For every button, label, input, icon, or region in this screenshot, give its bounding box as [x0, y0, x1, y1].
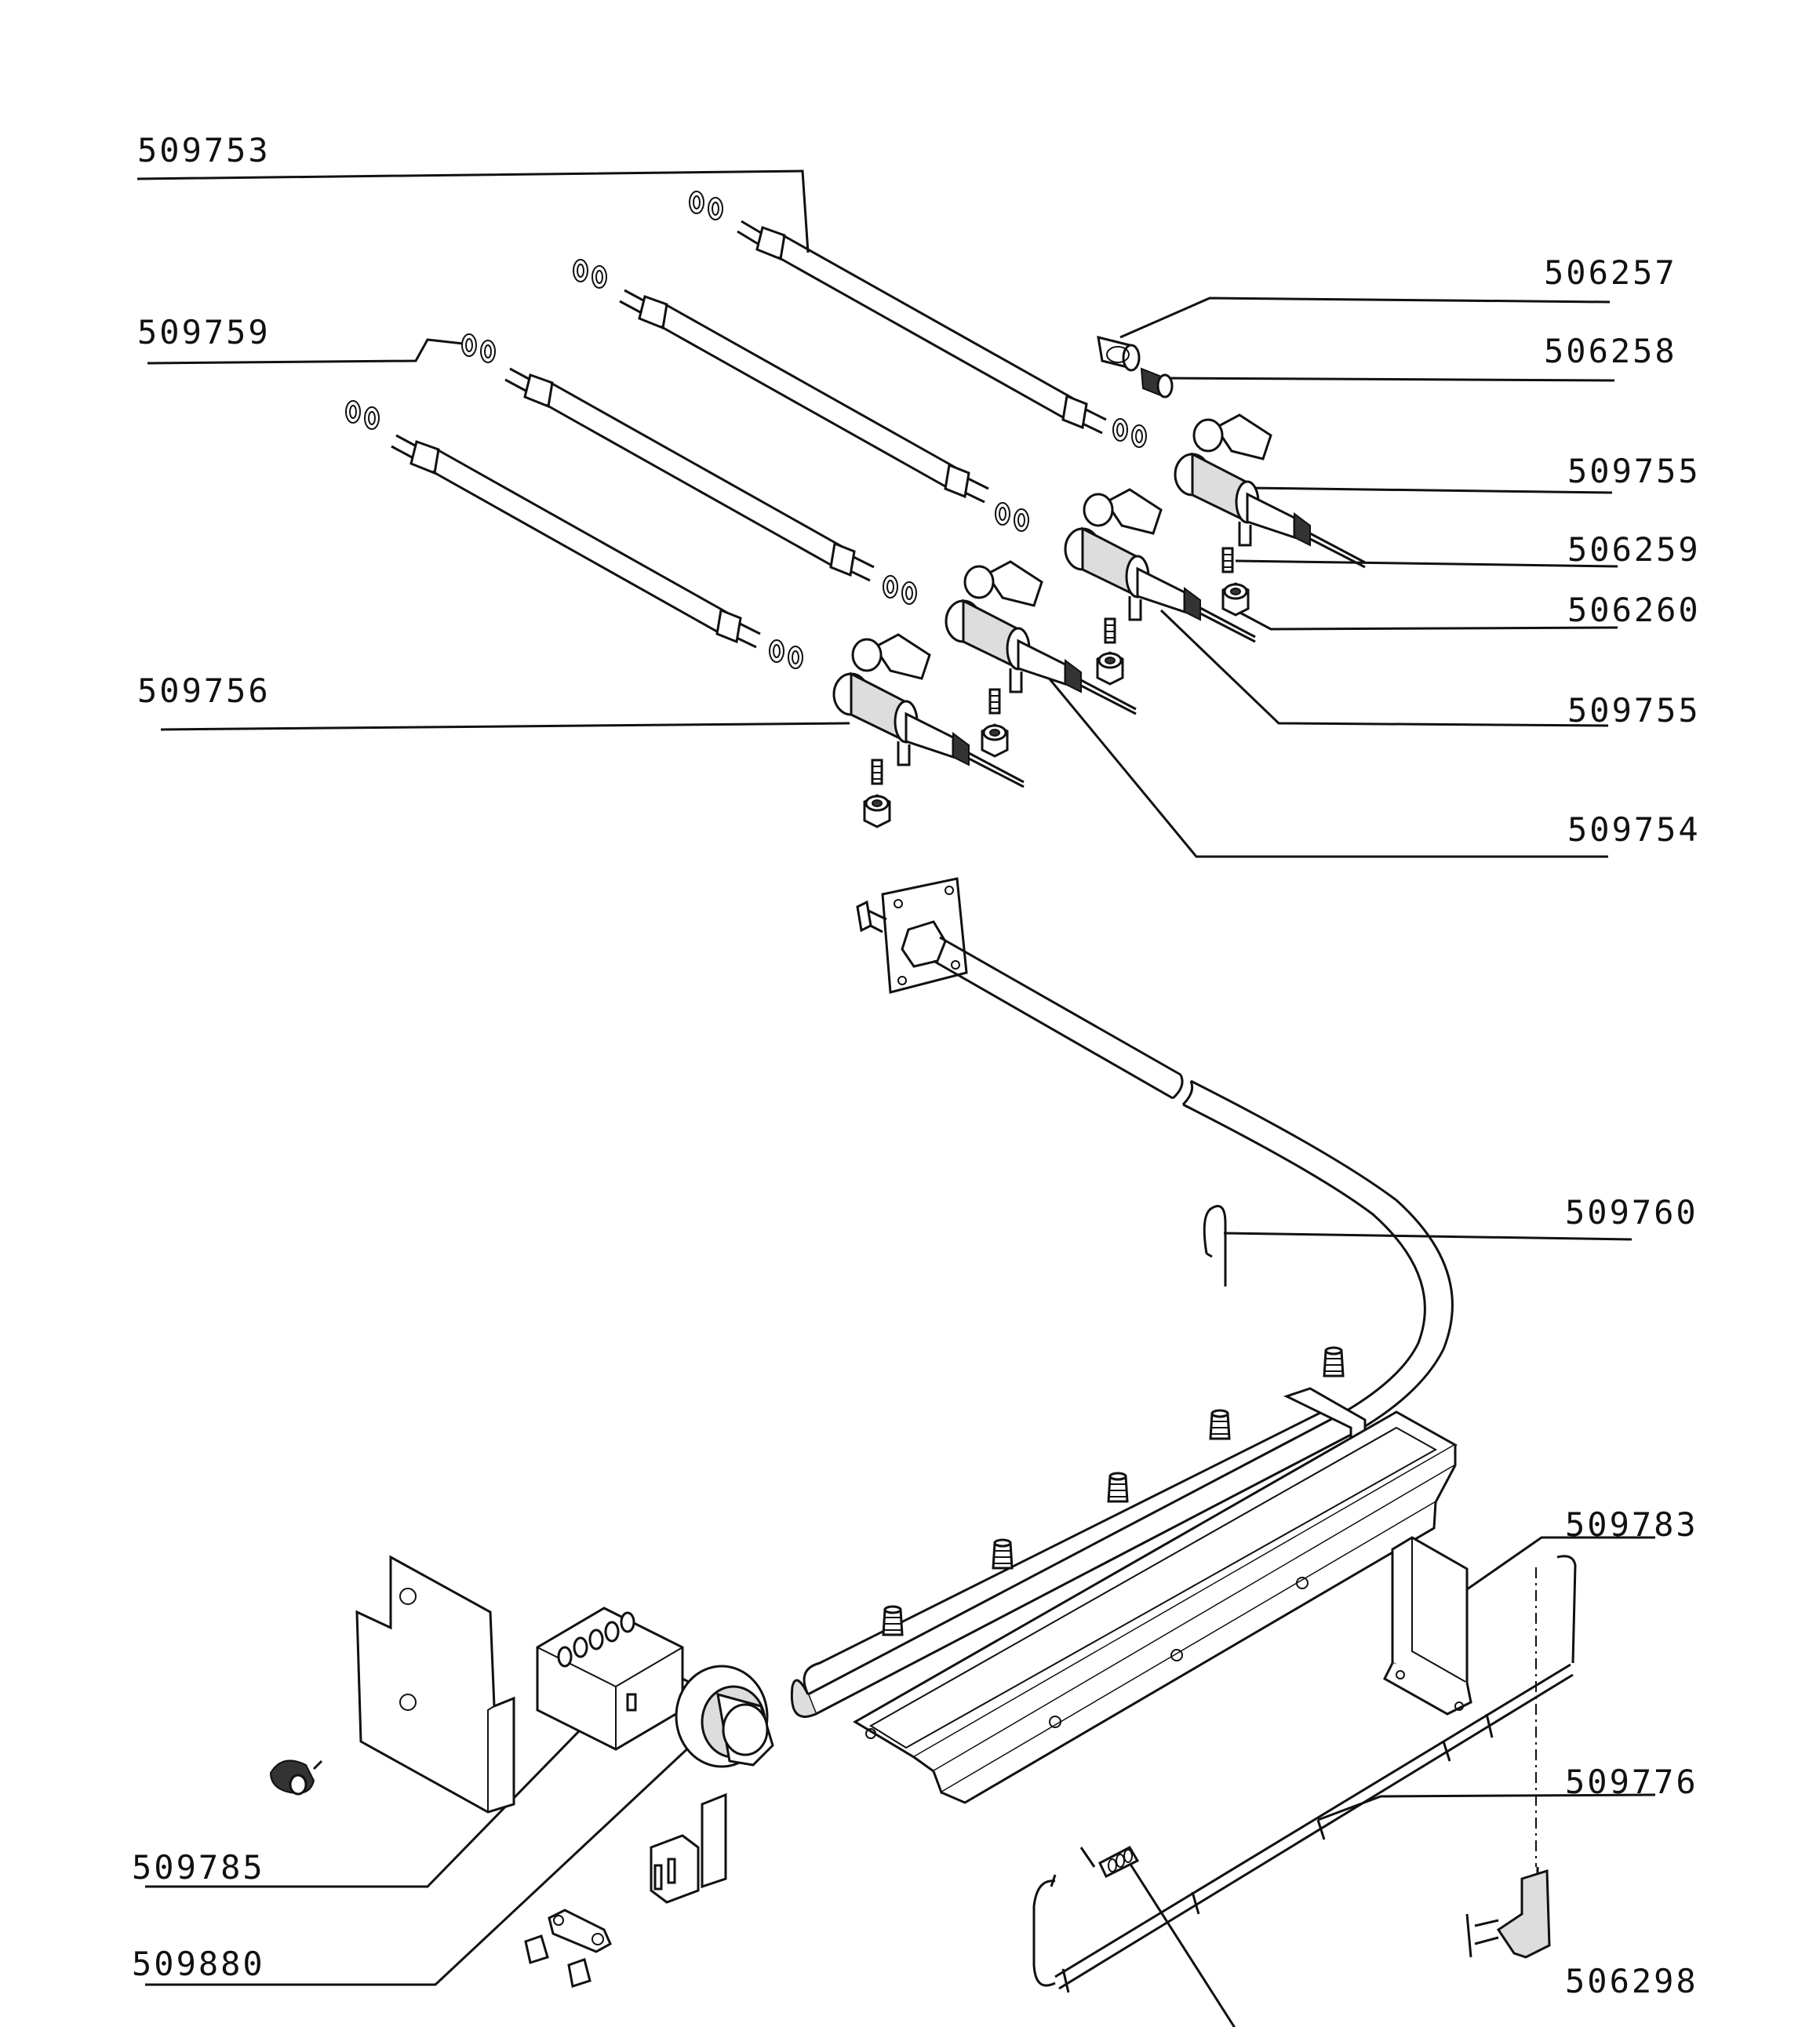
tube-509753 [689, 191, 1147, 448]
switch-and-bracket [269, 1555, 774, 1988]
label-506298: 506298 [1565, 1962, 1698, 2000]
connecting-tubes [345, 191, 1147, 669]
label-509785: 509785 [132, 1848, 265, 1887]
label-509755-lower: 509755 [1567, 691, 1701, 730]
label-509753: 509753 [137, 131, 271, 169]
label-509755-upper: 509755 [1567, 452, 1701, 490]
label-509880: 509880 [132, 1945, 265, 1983]
label-506259: 506259 [1567, 530, 1701, 569]
ignition-wiring [1032, 1555, 1577, 1993]
part-labels: 509753 509759 509756 506257 506258 50975… [132, 131, 1701, 2000]
burner-manifold [790, 1346, 1458, 1804]
label-509759: 509759 [137, 313, 271, 351]
label-509754: 509754 [1567, 810, 1701, 849]
tap-509755-upper [1174, 413, 1367, 569]
tube-3 [461, 333, 917, 605]
gas-inlet-pipe [856, 877, 1454, 1437]
thermocouple-connector [1097, 335, 1174, 398]
label-509776: 509776 [1565, 1763, 1698, 1801]
label-509760: 509760 [1565, 1193, 1698, 1232]
label-509756: 509756 [137, 671, 271, 710]
tube-4 [345, 400, 803, 669]
label-506258: 506258 [1544, 332, 1677, 370]
label-506257: 506257 [1544, 253, 1677, 292]
gas-taps [832, 335, 1367, 828]
leader-lines [136, 169, 1656, 2027]
tube-2 [573, 259, 1029, 532]
label-506260: 506260 [1567, 591, 1701, 629]
label-509783: 509783 [1565, 1505, 1698, 1544]
ignition-module [1383, 1536, 1472, 1716]
